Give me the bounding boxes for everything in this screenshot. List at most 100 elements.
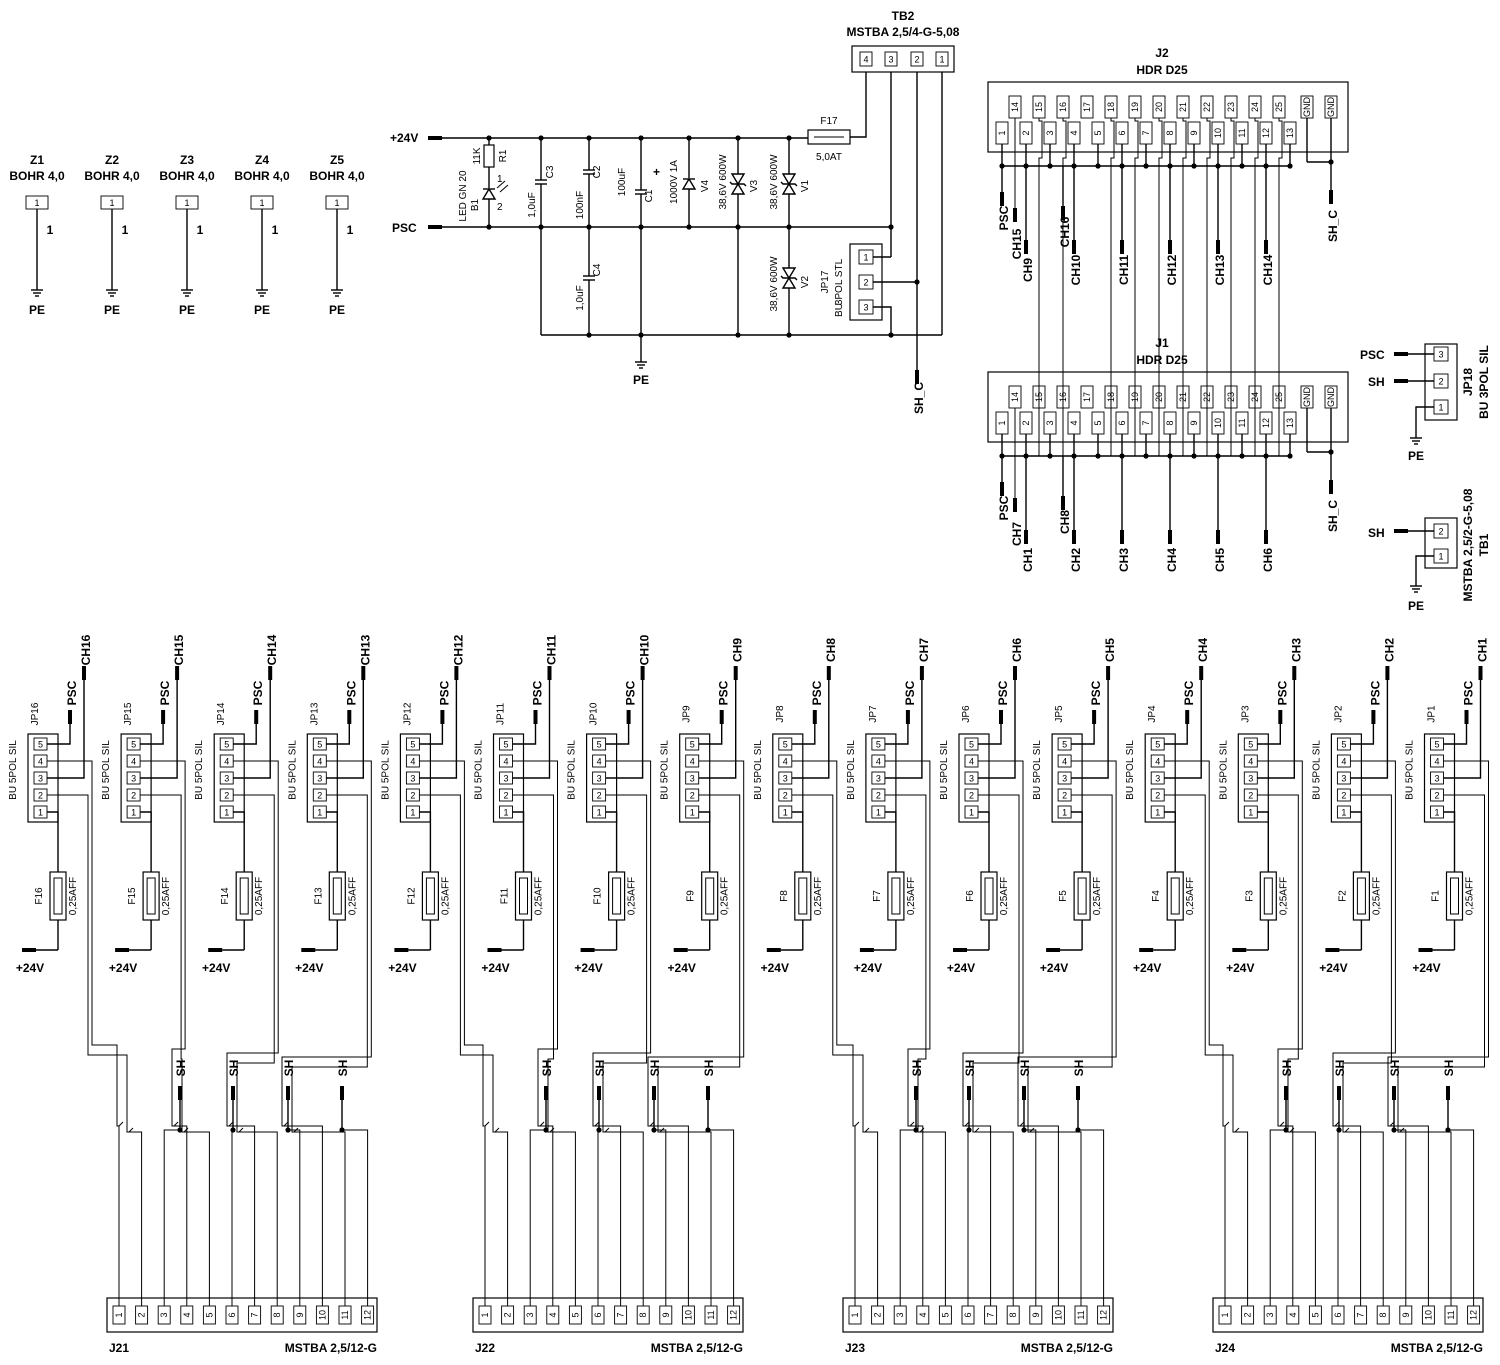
net-label-24v: +24V [947, 961, 975, 975]
wire [140, 724, 164, 745]
capacitor-ref: C1 [644, 189, 655, 202]
pin-number: 5 [690, 740, 695, 750]
jp-value: BU 5POL SIL [1311, 740, 1322, 800]
channel-wire [884, 760, 931, 1020]
tb2-ref: TB2 [892, 9, 915, 23]
pin-number: 5 [940, 1312, 950, 1317]
junction-dot [1095, 163, 1101, 169]
pin-number: 3 [525, 1312, 535, 1317]
jp-value: BU 5POL SIL [1032, 740, 1043, 800]
pin-number: 9 [295, 1312, 305, 1317]
shield-wire [529, 1129, 546, 1306]
pin-number: 4 [38, 757, 43, 767]
jp-ref: JP16 [30, 702, 41, 725]
pin-number: 24 [1250, 102, 1260, 112]
wire [512, 724, 537, 745]
tvs-diode-symbol [730, 182, 746, 195]
net-label-24v: +24V [202, 961, 230, 975]
tvs-value: 38,6V 600W [769, 154, 780, 210]
channel-wire [1332, 1020, 1396, 1306]
pin-number: 1 [1220, 1312, 1230, 1317]
pin-number: 1 [969, 808, 974, 818]
fuse-ref: F13 [313, 887, 324, 905]
fuse-element [1450, 877, 1459, 915]
pin-number: 3 [888, 55, 893, 65]
shield-wire [708, 1129, 735, 1306]
pin-number: 4 [783, 757, 788, 767]
wire-tick [1019, 1121, 1025, 1127]
channel-wire [281, 1020, 372, 1306]
pin-number: 10 [1053, 1310, 1063, 1320]
net-label-channel: CH10 [1069, 254, 1083, 285]
pin-label: 1 [122, 223, 129, 237]
hole-ref: Z4 [255, 153, 269, 167]
junction-dot [1328, 159, 1334, 165]
net-label-sh: SH [648, 1060, 662, 1077]
pin-number: 2 [38, 791, 43, 801]
channel-wire [791, 794, 834, 1030]
fuse-value: 0,25AFF [999, 877, 1010, 915]
wire [419, 811, 432, 872]
fuse [794, 871, 812, 921]
pin-number: 1 [1155, 808, 1160, 818]
net-label-sh: SH [174, 1060, 188, 1077]
pin-number: 1 [184, 198, 189, 208]
fuse-element [146, 877, 156, 915]
pin-number: 2 [1438, 377, 1443, 387]
channel-wire [1257, 794, 1299, 1030]
jp-ref: JP1 [1427, 705, 1438, 723]
pin-number: 8 [638, 1312, 648, 1317]
channel-wire [978, 794, 1020, 1030]
terminal-value: MSTBA 2,5/12-G [285, 1341, 377, 1355]
pin-number: 3 [410, 774, 415, 784]
channel-wire [180, 1030, 210, 1306]
wire [791, 680, 830, 779]
channel-wire [647, 1020, 745, 1306]
tvs-diode-symbol [781, 182, 797, 195]
pin-wire [1182, 118, 1187, 456]
hole-value: BOHR 4,0 [9, 169, 65, 183]
net-label-psc: PSC [996, 680, 1010, 705]
net-label-channel: CH9 [1021, 258, 1035, 282]
pin-number: 8 [1165, 130, 1175, 135]
net-label-channel: CH3 [1289, 638, 1303, 662]
pin-number: 17 [1082, 102, 1092, 112]
fuse-value: 0,25AFF [1185, 877, 1196, 915]
pin-number: 1 [939, 55, 944, 65]
channel-wire [463, 1020, 486, 1306]
net-label-sh: SH [702, 1060, 716, 1077]
junction-dot [914, 279, 920, 285]
fuse-value: 0,25AFF [254, 877, 265, 915]
junction-dot [1143, 453, 1149, 459]
diode-symbol [681, 177, 697, 190]
net-label-24v: +24V [295, 961, 323, 975]
net-label-channel: CH15 [1010, 228, 1024, 259]
channel-wire [657, 1030, 741, 1306]
pin-number: 4 [224, 757, 229, 767]
jp-value: BU 5POL SIL [380, 740, 391, 800]
pin-number: 2 [131, 791, 136, 801]
pin-number: 4 [1069, 420, 1079, 425]
wire [978, 811, 990, 872]
channel-wire [972, 1030, 1020, 1306]
net-label-sh-c: SH_C [912, 382, 926, 414]
pin-number: 15 [1034, 102, 1044, 112]
net-label-channel: CH8 [824, 638, 838, 662]
channel-wire [602, 1030, 648, 1306]
junction-dot [735, 135, 741, 141]
resistor-r1 [483, 144, 495, 168]
fuse-value: 0,25AFF [440, 877, 451, 915]
net-label-24v: +24V [1319, 961, 1347, 975]
wire-tick [854, 1121, 860, 1127]
net-label-channel: CH2 [1382, 638, 1396, 662]
channel-wire [698, 794, 741, 1030]
wire [47, 724, 71, 745]
capacitor-polarity: + [653, 165, 660, 179]
net-label-24v: +24V [1412, 961, 1440, 975]
